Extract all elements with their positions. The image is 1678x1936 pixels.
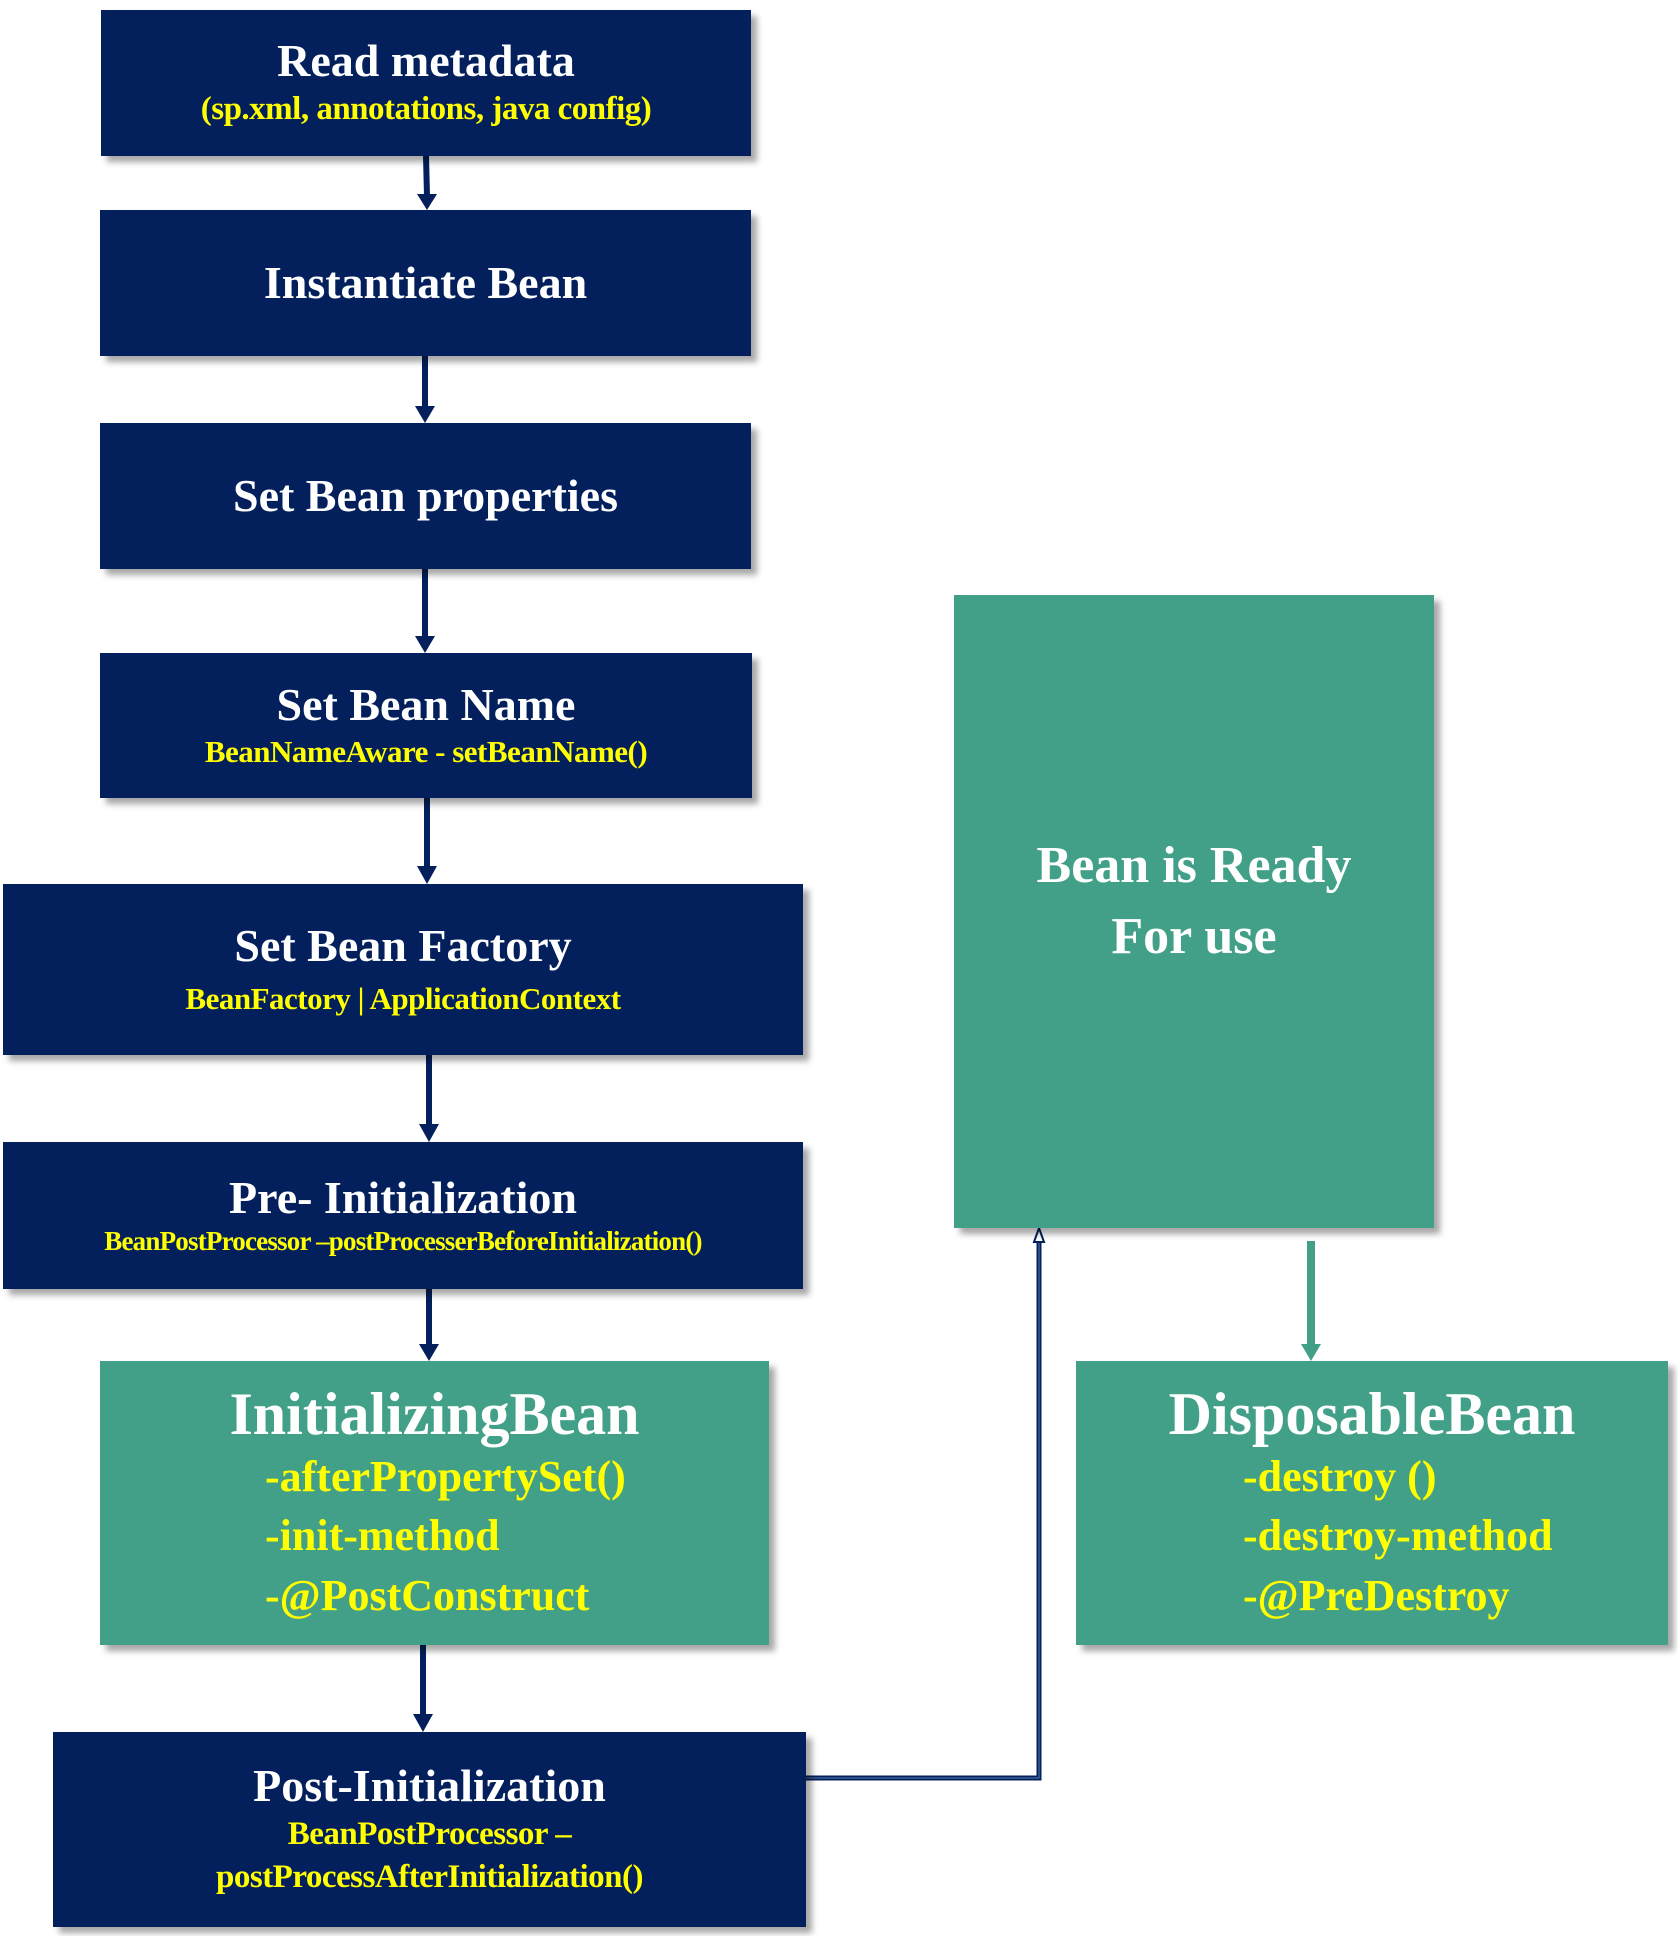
- method-item: -@PreDestroy: [1243, 1570, 1510, 1620]
- step-title: Instantiate Bean: [263, 256, 588, 308]
- step-title: Set Bean Name: [276, 678, 576, 730]
- ready-line-1: Bean is Ready: [1036, 837, 1352, 895]
- step-detail: BeanNameAware - setBeanName(): [204, 733, 648, 769]
- step-set-bean-name: Set Bean Name BeanNameAware - setBeanNam…: [100, 653, 752, 798]
- disposable-bean-methods: -destroy () -destroy-method -@PreDestroy: [1243, 1447, 1553, 1625]
- method-item: -@PostConstruct: [265, 1570, 590, 1620]
- step-initializing-bean: InitializingBean -afterPropertySet() -in…: [100, 1361, 769, 1645]
- arrow-postinit-to-ready: [806, 1225, 1046, 1781]
- step-disposable-bean: DisposableBean -destroy () -destroy-meth…: [1076, 1361, 1668, 1645]
- arrow-properties-to-name: [415, 569, 435, 653]
- step-title: DisposableBean: [1168, 1380, 1576, 1447]
- arrow-instantiate-to-properties: [415, 356, 435, 423]
- step-instantiate-bean: Instantiate Bean: [100, 210, 751, 356]
- step-detail-line-2: postProcessAfterInitialization(): [216, 1858, 643, 1895]
- step-title: Set Bean properties: [232, 469, 618, 521]
- step-detail: (sp.xml, annotations, java config): [200, 91, 652, 127]
- step-post-initialization: Post-Initialization BeanPostProcessor – …: [53, 1732, 806, 1927]
- step-title: Set Bean Factory: [234, 919, 572, 971]
- step-read-metadata: Read metadata (sp.xml, annotations, java…: [101, 10, 751, 156]
- step-title: Post-Initialization: [253, 1760, 606, 1812]
- initializing-bean-methods: -afterPropertySet() -init-method -@PostC…: [265, 1447, 626, 1625]
- ready-line-2: For use: [1111, 907, 1277, 965]
- method-item: -init-method: [265, 1511, 500, 1561]
- arrow-initializingbean-to-postinit: [413, 1645, 433, 1732]
- arrow-name-to-factory: [417, 798, 437, 884]
- arrow-ready-to-disposable: [1301, 1241, 1321, 1361]
- arrow-read-to-instantiate: [417, 155, 437, 210]
- step-detail: BeanFactory | ApplicationContext: [185, 980, 621, 1016]
- method-item: -destroy (): [1243, 1451, 1437, 1501]
- step-bean-ready: Bean is Ready For use: [954, 595, 1434, 1228]
- arrow-factory-to-preinit: [419, 1055, 439, 1142]
- step-title: Read metadata: [277, 35, 575, 87]
- step-pre-initialization: Pre- Initialization BeanPostProcessor –p…: [3, 1142, 803, 1289]
- method-item: -destroy-method: [1243, 1511, 1553, 1561]
- step-title: Pre- Initialization: [229, 1171, 577, 1223]
- method-item: -afterPropertySet(): [265, 1451, 626, 1501]
- step-set-bean-factory: Set Bean Factory BeanFactory | Applicati…: [3, 884, 803, 1055]
- step-set-bean-properties: Set Bean properties: [100, 423, 751, 569]
- arrow-preinit-to-initializingbean: [419, 1289, 439, 1361]
- step-detail: BeanPostProcessor –postProcesserBeforeIn…: [104, 1226, 702, 1257]
- step-title: InitializingBean: [229, 1380, 640, 1447]
- step-detail-line-1: BeanPostProcessor –: [287, 1816, 572, 1853]
